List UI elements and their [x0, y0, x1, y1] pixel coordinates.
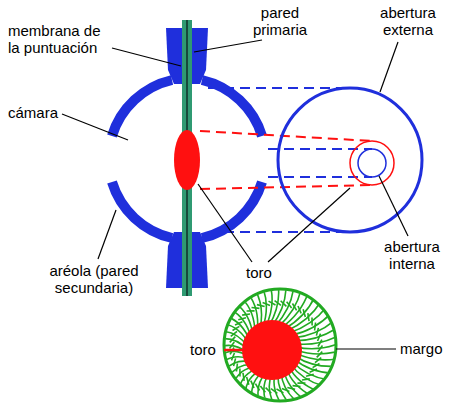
- part-label: margo: [400, 340, 443, 357]
- part-label: membrana de la puntuación: [8, 22, 112, 56]
- margo-outline: [224, 289, 336, 401]
- part-label: cámara: [8, 104, 58, 121]
- part-label: abertura interna: [370, 238, 454, 272]
- part-label: toro: [190, 341, 216, 358]
- torus: [174, 130, 200, 190]
- part-label: aréola (pared secundaria): [44, 262, 144, 296]
- projection-lines: [200, 88, 372, 232]
- part-label: abertura externa: [366, 4, 450, 38]
- inner-aperture: [358, 149, 386, 177]
- part-label: toro: [246, 264, 272, 281]
- part-label: pared primaria: [240, 4, 320, 38]
- torus-face: [242, 320, 302, 380]
- leader-lines: [62, 40, 408, 349]
- outer-aperture: [278, 88, 422, 232]
- torus-outline: [350, 141, 394, 185]
- toro-leader: [224, 349, 244, 352]
- margo-fibers: [220, 285, 340, 405]
